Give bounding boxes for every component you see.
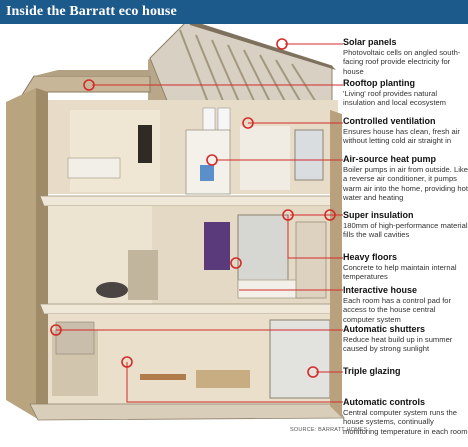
label-automatic-controls-heading: Automatic controls <box>343 397 426 407</box>
label-triple-glazing-heading: Triple glazing <box>343 366 401 376</box>
marker-rooftop-planting <box>83 79 95 91</box>
marker-super-insulation <box>324 209 336 221</box>
label-heavy-floors-heading: Heavy floors <box>343 252 398 262</box>
floor-slab-2 <box>39 303 341 315</box>
vent-unit-1 <box>202 107 216 133</box>
right-wall-cut <box>330 110 342 418</box>
ground-shutter-window <box>55 321 95 355</box>
upper-artwork <box>138 125 152 163</box>
marker-automatic-shutters <box>50 324 62 336</box>
label-super-insulation: Super insulation 180mm of high-performan… <box>343 210 468 240</box>
title-bar: Inside the Barratt eco house <box>0 0 468 24</box>
label-rooftop-planting-heading: Rooftop planting <box>343 78 415 88</box>
left-wall-face <box>36 88 48 420</box>
middle-shelf <box>295 221 327 299</box>
label-rooftop-planting-desc: 'Living' roof provides natural insulatio… <box>343 89 446 108</box>
marker-solar-panels <box>276 38 288 50</box>
marker-interactive-house <box>230 257 242 269</box>
label-interactive-house: Interactive house Each room has a contro… <box>343 285 468 324</box>
ground-sofa <box>196 370 250 388</box>
label-controlled-ventilation-heading: Controlled ventilation <box>343 116 436 126</box>
label-interactive-house-desc: Each room has a control pad for access t… <box>343 296 452 324</box>
upper-bathroom <box>240 126 290 190</box>
label-solar-panels-desc: Photovoltaic cells on angled south-facin… <box>343 48 461 76</box>
label-triple-glazing: Triple glazing <box>343 366 468 377</box>
vent-unit-2 <box>217 107 231 133</box>
label-heavy-floors: Heavy floors Concrete to help maintain i… <box>343 252 468 282</box>
source-credit: SOURCE: BARRATT HOMES <box>290 427 368 433</box>
label-solar-panels: Solar panels Photovoltaic cells on angle… <box>343 37 468 76</box>
label-solar-panels-heading: Solar panels <box>343 37 397 47</box>
ground-slab <box>29 403 345 421</box>
label-interactive-house-heading: Interactive house <box>343 285 418 295</box>
diagram-title: Inside the Barratt eco house <box>6 4 177 19</box>
middle-stairs <box>128 250 158 300</box>
ground-table <box>140 374 186 380</box>
label-automatic-controls: Automatic controls Central computer syst… <box>343 397 468 436</box>
label-automatic-shutters: Automatic shutters Reduce heat build up … <box>343 324 468 354</box>
middle-lounge-chair <box>96 282 128 298</box>
marker-triple-glazing <box>307 366 319 378</box>
label-air-source-heat-pump-heading: Air-source heat pump <box>343 154 437 164</box>
annotation-markers <box>50 38 336 378</box>
label-super-insulation-heading: Super insulation <box>343 210 414 220</box>
green-roof-top <box>34 70 150 76</box>
label-automatic-controls-desc: Central computer system runs the house s… <box>343 408 468 436</box>
marker-automatic-controls <box>121 356 133 368</box>
upper-window <box>294 129 324 181</box>
floor-slab-1 <box>39 195 341 207</box>
title-rule <box>0 22 468 24</box>
marker-heavy-floors <box>282 209 294 221</box>
ground-glazing-window <box>269 319 331 399</box>
label-air-source-heat-pump-desc: Boiler pumps in air from outside. Like a… <box>343 165 468 203</box>
leader-lines <box>56 43 343 403</box>
middle-bed <box>237 279 305 299</box>
label-automatic-shutters-heading: Automatic shutters <box>343 324 426 334</box>
roof-edge <box>188 20 336 70</box>
left-outer-wall <box>6 88 36 418</box>
label-controlled-ventilation: Controlled ventilation Ensures house has… <box>343 116 468 146</box>
hanging-shirt <box>200 165 214 181</box>
marker-air-source-heat-pump <box>206 154 218 166</box>
label-heavy-floors-desc: Concrete to help maintain internal tempe… <box>343 263 457 282</box>
upper-bed <box>67 157 121 179</box>
label-controlled-ventilation-desc: Ensures house has clean, fresh air witho… <box>343 127 460 146</box>
label-super-insulation-desc: 180mm of high-performance material fills… <box>343 221 468 240</box>
label-rooftop-planting: Rooftop planting 'Living' roof provides … <box>343 78 468 108</box>
marker-controlled-ventilation <box>242 117 254 129</box>
middle-painting <box>204 222 230 270</box>
label-automatic-shutters-desc: Reduce heat build up in summer caused by… <box>343 335 453 354</box>
label-air-source-heat-pump: Air-source heat pump Boiler pumps in air… <box>343 154 468 203</box>
